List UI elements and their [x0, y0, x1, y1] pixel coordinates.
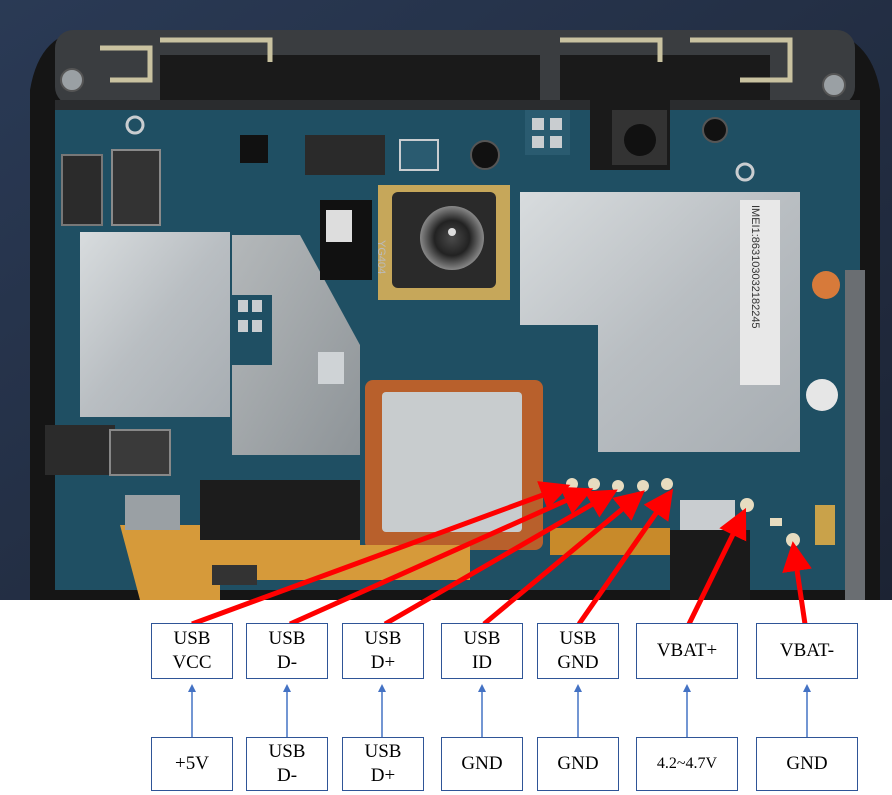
front-camera-lens: [624, 124, 656, 156]
label-vbat-minus-line1: VBAT-: [780, 639, 834, 663]
pad: [252, 320, 262, 332]
source-usb-dp: USB D+: [342, 737, 424, 791]
source-usb-vcc: +5V: [151, 737, 233, 791]
source-usb-gnd-line1: GND: [557, 752, 598, 776]
sensor: [471, 141, 499, 169]
label-usb-dm: USB D-: [246, 623, 328, 679]
label-usb-dp: USB D+: [342, 623, 424, 679]
flex-cable-gold: [550, 528, 670, 555]
label-usb-dp-line1: USB: [365, 627, 402, 651]
connector: [112, 150, 160, 225]
antenna-rail-inner: [160, 55, 540, 105]
label-usb-id-line1: USB: [464, 627, 501, 651]
source-usb-dm: USB D-: [246, 737, 328, 791]
label-usb-dm-line2: D-: [277, 651, 297, 675]
label-usb-vcc-line2: VCC: [172, 651, 211, 675]
label-usb-dp-line2: D+: [371, 651, 395, 675]
pcb-edge: [55, 100, 860, 110]
source-usb-id: GND: [441, 737, 523, 791]
test-pad-vbat-minus: [786, 533, 800, 547]
connector: [110, 430, 170, 475]
chip: [525, 110, 570, 155]
pad: [770, 518, 782, 526]
source-vbat-plus: 4.2~4.7V: [636, 737, 738, 791]
source-vbat-minus-line1: GND: [786, 752, 827, 776]
camera-chip-label: [326, 210, 352, 242]
pad: [532, 118, 544, 130]
camera-flex: [305, 135, 385, 175]
test-pad-usb-id: [637, 480, 649, 492]
flex-cable-black: [670, 530, 750, 600]
pad: [550, 136, 562, 148]
pad: [252, 300, 262, 312]
pad: [318, 352, 344, 384]
connector: [45, 425, 115, 475]
source-usb-id-line1: GND: [461, 752, 502, 776]
label-vbat-plus: VBAT+: [636, 623, 738, 679]
label-usb-id-line2: ID: [472, 651, 492, 675]
pad: [532, 136, 544, 148]
source-usb-dp-line1: USB: [365, 740, 402, 764]
flex-cable-black: [200, 480, 360, 540]
shield-can-left: [80, 232, 230, 417]
chip: [400, 140, 438, 170]
chip: [240, 135, 268, 163]
test-pad-usb-gnd: [661, 478, 673, 490]
imei-text: IMEI1:863103032182245: [749, 205, 761, 329]
camera-lens-center: [448, 228, 456, 236]
pad: [238, 320, 248, 332]
test-pad-usb-dp: [612, 480, 624, 492]
source-usb-dp-line2: D+: [371, 764, 395, 788]
label-usb-vcc: USB VCC: [151, 623, 233, 679]
test-pad-vbat-plus: [740, 498, 754, 512]
label-usb-gnd-line1: USB: [560, 627, 597, 651]
camera-chip-text: YG404: [375, 240, 387, 274]
screw: [61, 69, 83, 91]
flex-connector: [125, 495, 180, 530]
antenna-spring: [815, 505, 835, 545]
side-rail-right: [845, 270, 865, 600]
source-usb-dm-line1: USB: [269, 740, 306, 764]
source-vbat-plus-line1: 4.2~4.7V: [657, 752, 717, 776]
label-vbat-minus: VBAT-: [756, 623, 858, 679]
label-vbat-plus-line1: VBAT+: [657, 639, 717, 663]
source-usb-dm-line2: D-: [277, 764, 297, 788]
pad: [550, 118, 562, 130]
sensor: [703, 118, 727, 142]
white-contact: [806, 379, 838, 411]
fingerprint-sensor: [382, 392, 522, 532]
pad: [238, 300, 248, 312]
test-pad-usb-vcc: [566, 478, 578, 490]
phone-pcb-photo: YG404 IMEI1:863103032182245: [0, 0, 892, 600]
label-usb-id: USB ID: [441, 623, 523, 679]
camera-lens: [420, 206, 484, 270]
connector: [62, 155, 102, 225]
label-usb-vcc-line1: USB: [174, 627, 211, 651]
screw: [823, 74, 845, 96]
pad: [680, 500, 735, 532]
source-vbat-minus: GND: [756, 737, 858, 791]
label-usb-gnd-line2: GND: [557, 651, 598, 675]
source-usb-vcc-line1: +5V: [175, 752, 209, 776]
label-usb-dm-line1: USB: [269, 627, 306, 651]
test-pad-usb-dm: [588, 478, 600, 490]
label-usb-gnd: USB GND: [537, 623, 619, 679]
gold-contact: [812, 271, 840, 299]
flex-connector: [212, 565, 257, 585]
source-usb-gnd: GND: [537, 737, 619, 791]
